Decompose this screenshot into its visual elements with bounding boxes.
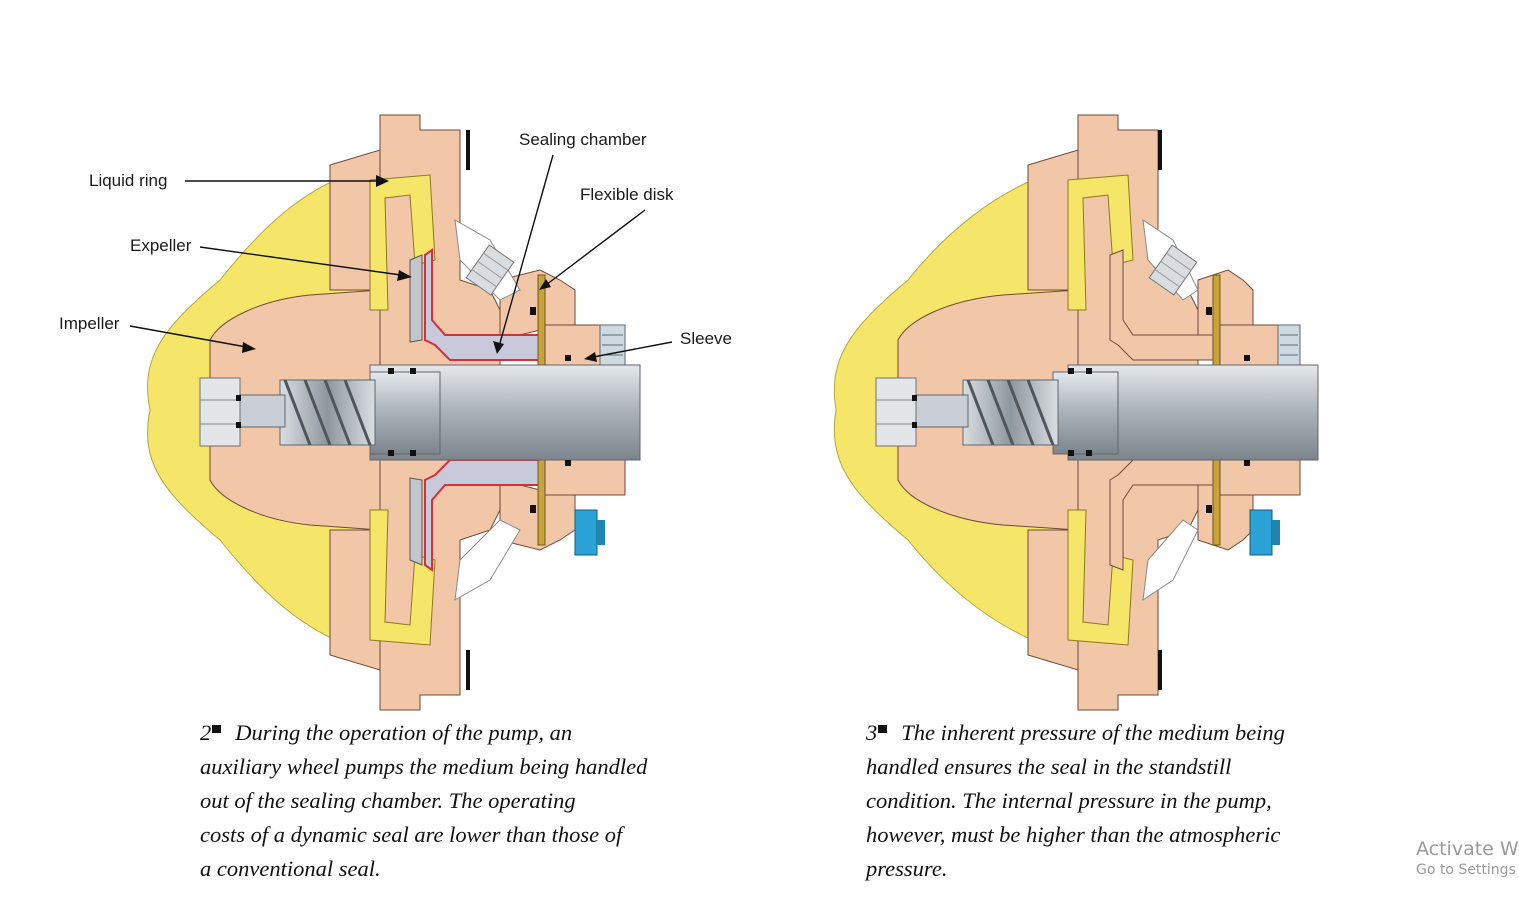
screw-thread [279,379,376,446]
cover-bolt-upper [1148,244,1198,296]
flag-icon [878,725,888,733]
hex-nut [875,377,917,447]
caption-line-4: however, must be higher than the atmosph… [866,822,1281,847]
pump-cross-section-diagram-standstill [833,114,1319,711]
label-sleeve: Sleeve [680,329,732,348]
label-flexible-disk: Flexible disk [580,185,674,204]
expeller-upper [409,254,423,343]
figure-standstill-seal [828,110,1328,715]
callout-arrowheads [242,175,597,362]
pump-cross-section-diagram [129,114,673,711]
o-rings [912,307,1250,513]
liquid-ring-upper [369,174,436,311]
caption-line-3: out of the sealing chamber. The operatin… [200,788,576,813]
sealing-chamber-lower [424,459,541,572]
hex-nut [199,377,241,447]
liquid-ring-upper [1067,174,1134,311]
casing-inner-lower [329,529,381,671]
caption-line-5: a conventional seal. [200,856,381,881]
callout-leaders [129,154,673,359]
expeller-lower [409,477,423,566]
blue-nut [574,509,605,556]
figure-number: 3 [866,720,878,745]
shaft-hub [369,371,441,455]
flag-icon [212,725,222,733]
blue-nut [1249,509,1280,556]
watermark-title: Activate Wi [1416,838,1519,860]
label-impeller: Impeller [59,314,120,333]
label-sealing-chamber: Sealing chamber [519,130,647,149]
sleeve-lower [544,454,626,496]
caption-line-5: pressure. [866,856,948,881]
cover-recess-lower [454,519,521,601]
activation-watermark: Activate Wi Go to Settings t [1416,838,1519,878]
label-expeller: Expeller [130,236,192,255]
figure-dynamic-seal-operation: Sealing chamber Flexible disk Liquid rin… [20,110,732,715]
caption-line-2: auxiliary wheel pumps the medium being h… [200,754,648,779]
figure-number: 2 [200,720,212,745]
caption-line-3: condition. The internal pressure in the … [866,788,1272,813]
screw-thread [962,379,1059,446]
caption-line-4: costs of a dynamic seal are lower than t… [200,822,623,847]
label-liquid-ring: Liquid ring [89,171,168,190]
cover-bolt-upper [465,244,515,296]
caption-line-2: handled ensures the seal in the standsti… [866,754,1232,779]
o-rings [236,307,571,513]
watermark-subtitle: Go to Settings t [1416,862,1519,878]
